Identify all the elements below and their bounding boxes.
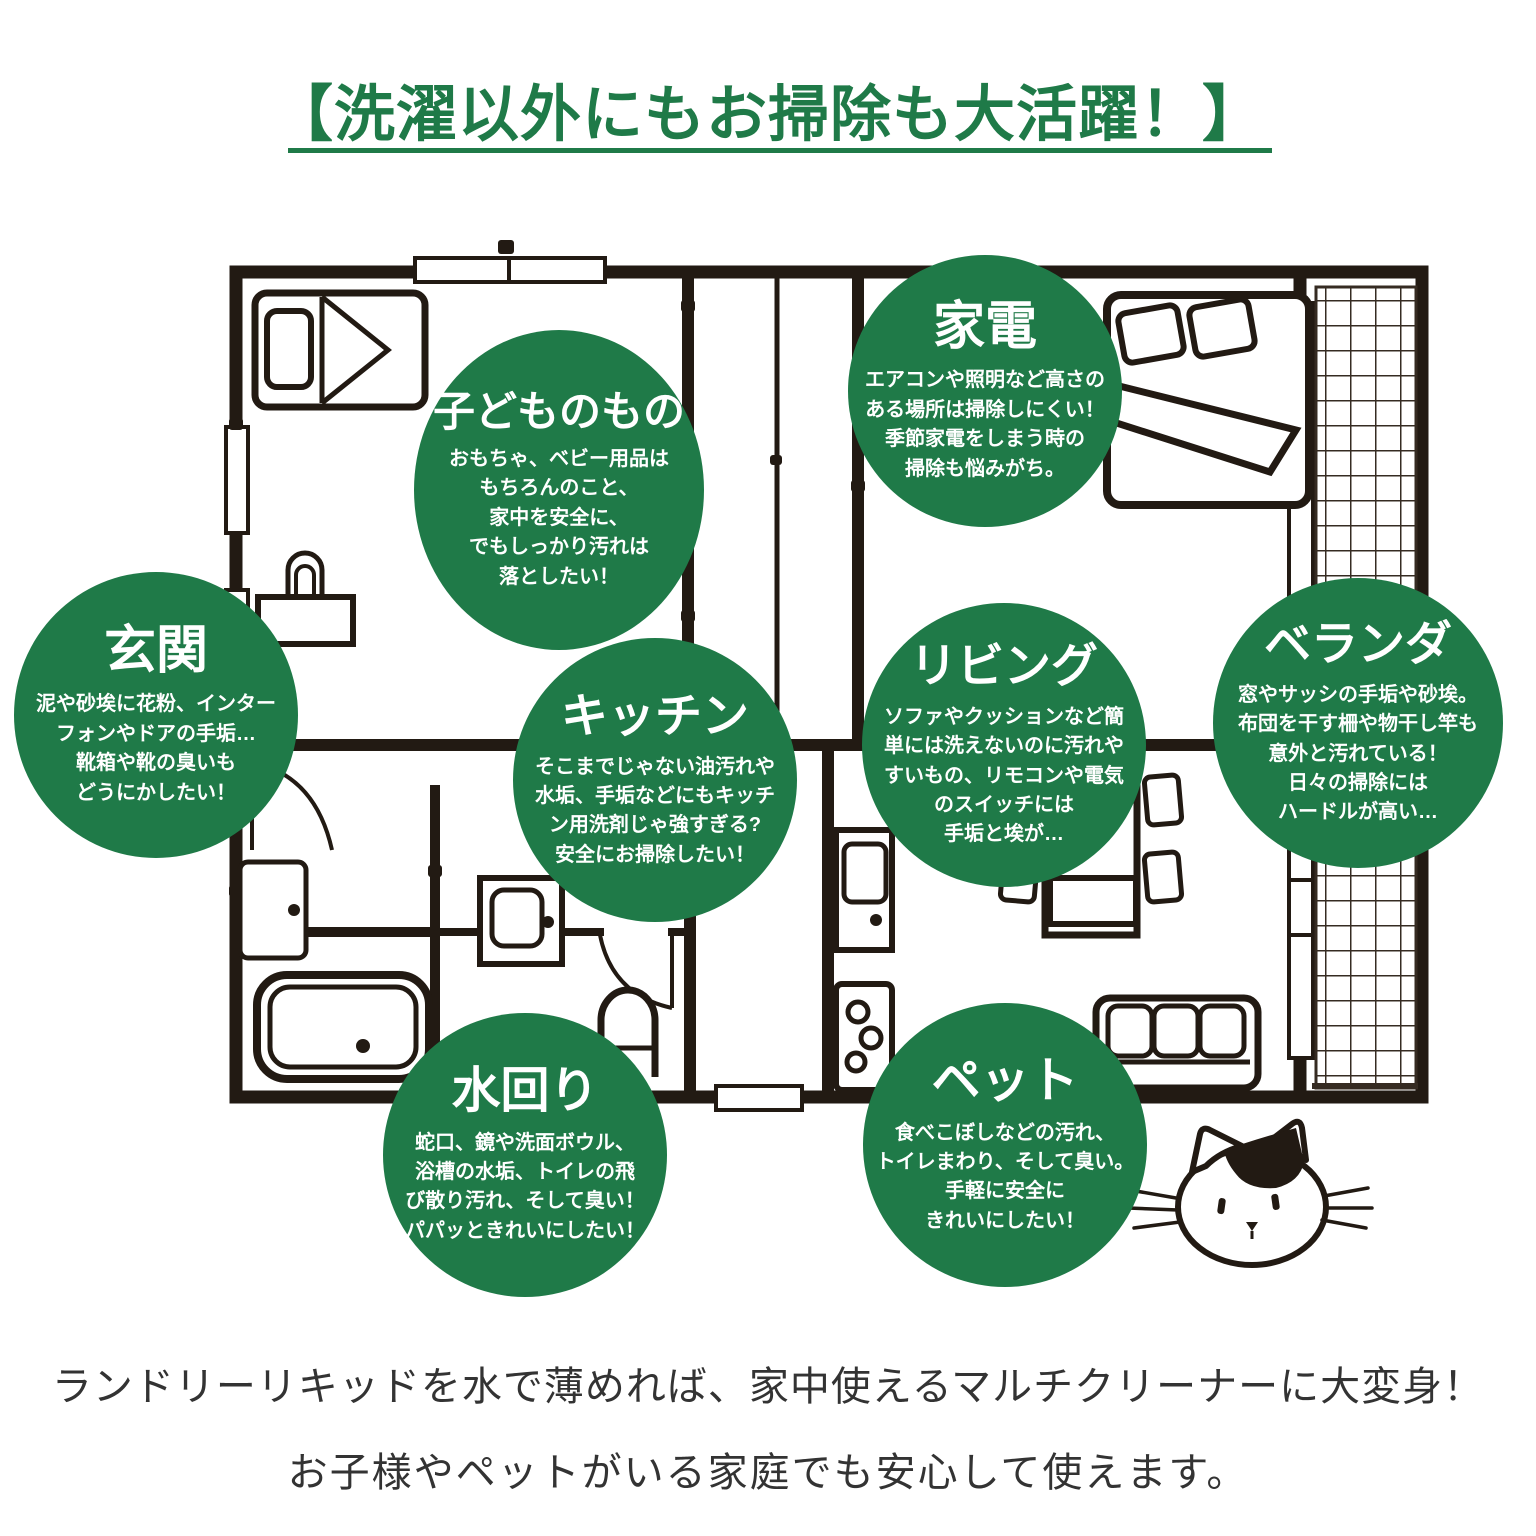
bubble-title: 玄関: [103, 622, 208, 681]
bubble-title: ペット: [931, 1053, 1079, 1108]
desk-icon: [255, 550, 356, 647]
double-bed-icon: [1103, 291, 1313, 509]
shoe-cabinet-icon: [237, 859, 309, 961]
footer-line-2: お子様やペットがいる家庭でも安心して使えます。: [287, 1451, 1249, 1495]
bubble-body: 食べこぼしなどの汚れ、 トイレまわり、そして臭い。 手軽に安全に きれいにしたい…: [875, 1121, 1135, 1232]
bubble-body: 蛇口、鏡や洗面ボウル、 浴槽の水垢、トイレの飛 び散り汚れ、そして臭い！ パパッ…: [405, 1131, 645, 1242]
tv-stand-icon: [1047, 875, 1139, 927]
bubble-body: エアコンや照明など高さの ある場所は掃除しにくい！ 季節家電をしまう時の 掃除も…: [865, 369, 1105, 480]
bubble-title: リビング: [910, 639, 1098, 693]
washbasin-icon: [477, 875, 565, 967]
bathtub-icon: [253, 971, 433, 1083]
bubble-body: おもちゃ、ベビー用品は もちろんのこと、 家中を安全に、 でもしっかり汚れは 落…: [449, 448, 669, 588]
bubble-title: ベランダ: [1264, 617, 1452, 671]
bubble-body: ソファやクッションなど簡 単には洗えないのに汚れや すいもの、リモコンや電気 の…: [884, 705, 1124, 846]
room-bubble-living: リビング ソファやクッションなど簡 単には洗えないのに汚れや すいもの、リモコン…: [862, 603, 1146, 887]
bubble-body: 泥や砂埃に花粉、インター フォンやドアの手垢… 靴箱や靴の臭いも どうにかしたい…: [36, 693, 276, 804]
footer-line-1: ランドリーリキッドを水で薄めれば、家中使えるマルチクリーナーに大変身！: [51, 1365, 1485, 1409]
bubble-title: 子どものもの: [432, 388, 685, 435]
room-bubble-kids-items: 子どものもの おもちゃ、ベビー用品は もちろんのこと、 家中を安全に、 でもしっ…: [414, 330, 704, 650]
bubble-title: 水回り: [451, 1063, 599, 1118]
wall-hinge-marks: [229, 240, 865, 897]
stove-icon: [833, 981, 895, 1093]
room-bubble-water-areas: 水回り 蛇口、鏡や洗面ボウル、 浴槽の水垢、トイレの飛 び散り汚れ、そして臭い！…: [383, 1013, 667, 1297]
room-bubble-pets: ペット 食べこぼしなどの汚れ、 トイレまわり、そして臭い。 手軽に安全に きれい…: [863, 1003, 1147, 1287]
room-bubble-entrance: 玄関 泥や砂埃に花粉、インター フォンやドアの手垢… 靴箱や靴の臭いも どうにか…: [14, 572, 298, 858]
kitchen-sink-icon: [833, 827, 895, 953]
sofa-icon: [1092, 994, 1262, 1092]
title-underline: [288, 148, 1272, 153]
bubble-title: キッチン: [561, 688, 749, 742]
cat-face-icon: [1126, 1118, 1374, 1268]
room-bubble-veranda: ベランダ 窓やサッシの手垢や砂埃。 布団を干す柵や物干し竿も 意外と汚れている！…: [1213, 578, 1503, 868]
bubble-title: 家電: [932, 298, 1037, 357]
single-bed-icon: [251, 289, 429, 411]
page-title: 【洗濯以外にもお掃除も大活躍！】: [271, 80, 1264, 148]
bubble-body: そこまでじゃない油汚れや 水垢、手垢などにもキッチ ン用洗剤じゃ強すぎる? 安全…: [535, 755, 775, 866]
room-bubble-appliances: 家電 エアコンや照明など高さの ある場所は掃除しにくい！ 季節家電をしまう時の …: [848, 255, 1122, 527]
bubble-body: 窓やサッシの手垢や砂埃。 布団を干す柵や物干し竿も 意外と汚れている！ 日々の掃…: [1238, 683, 1478, 824]
room-bubble-kitchen: キッチン そこまでじゃない油汚れや 水垢、手垢などにもキッチ ン用洗剤じゃ強すぎ…: [513, 638, 797, 922]
